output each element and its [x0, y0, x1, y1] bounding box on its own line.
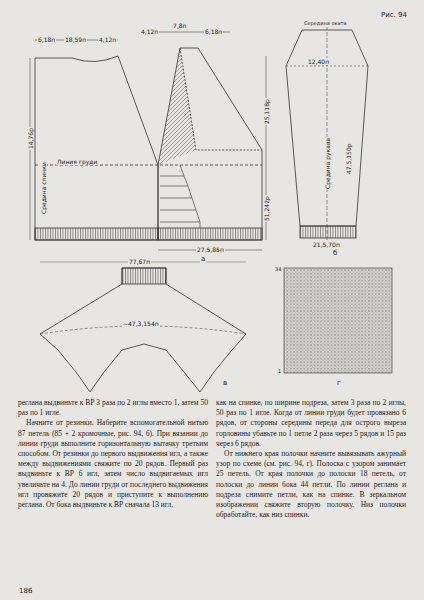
line-label: Средина спинки: [40, 161, 47, 215]
figure-b-sleeve: [286, 26, 368, 242]
figure-d-chart: [284, 268, 392, 373]
dimension: 21,5,70п: [312, 241, 341, 248]
figure-letter: б: [332, 250, 338, 257]
body-paragraph: Начните от резинки. Наберите вспомогател…: [18, 418, 208, 510]
body-paragraph: От нижнего края полочки начните вывязыва…: [216, 449, 406, 520]
text-column: реглана выдвиньте к ВР 3 раза по 2 иглы …: [18, 398, 208, 510]
figure-letter: в: [222, 380, 228, 387]
dimension: 12,40п: [307, 58, 330, 65]
dimension: 14,76р: [27, 127, 34, 150]
dimension: 4,12п: [140, 28, 159, 35]
dimension: 4,12п: [98, 36, 117, 43]
row-number: 34: [274, 266, 282, 273]
dimension: 6,18п: [37, 36, 56, 43]
figure-a: [30, 32, 266, 250]
dimension: ~47,3,154п: [122, 320, 160, 327]
body-paragraph: как на спинке, по ширине подреза, затем …: [216, 398, 406, 449]
dimension: 25,118р: [263, 98, 270, 125]
line-label: Линия груди: [56, 158, 98, 165]
line-label: Средина рукава: [324, 137, 331, 190]
figure-c: [40, 262, 246, 392]
dimension: 27,5,85п: [196, 246, 225, 253]
figure-letter: а: [200, 256, 206, 263]
figure-number: Рис. 94: [380, 12, 408, 19]
dimension: 7,8п: [172, 22, 187, 29]
dimension: 51,242р: [263, 195, 270, 222]
dimension: 47,5,150р: [345, 142, 352, 175]
dimension: 6,18п: [204, 28, 223, 35]
row-number: 1: [277, 368, 282, 375]
body-paragraph: реглана выдвиньте к ВР 3 раза по 2 иглы …: [18, 398, 208, 418]
dimension: 77,67п: [128, 258, 151, 265]
line-label: Середина оката: [303, 20, 348, 27]
text-column: как на спинке, по ширине подреза, затем …: [216, 398, 406, 520]
page-number: 186: [18, 588, 33, 595]
figure-letter: г: [336, 380, 342, 387]
dimension: 18,59п: [64, 36, 87, 43]
